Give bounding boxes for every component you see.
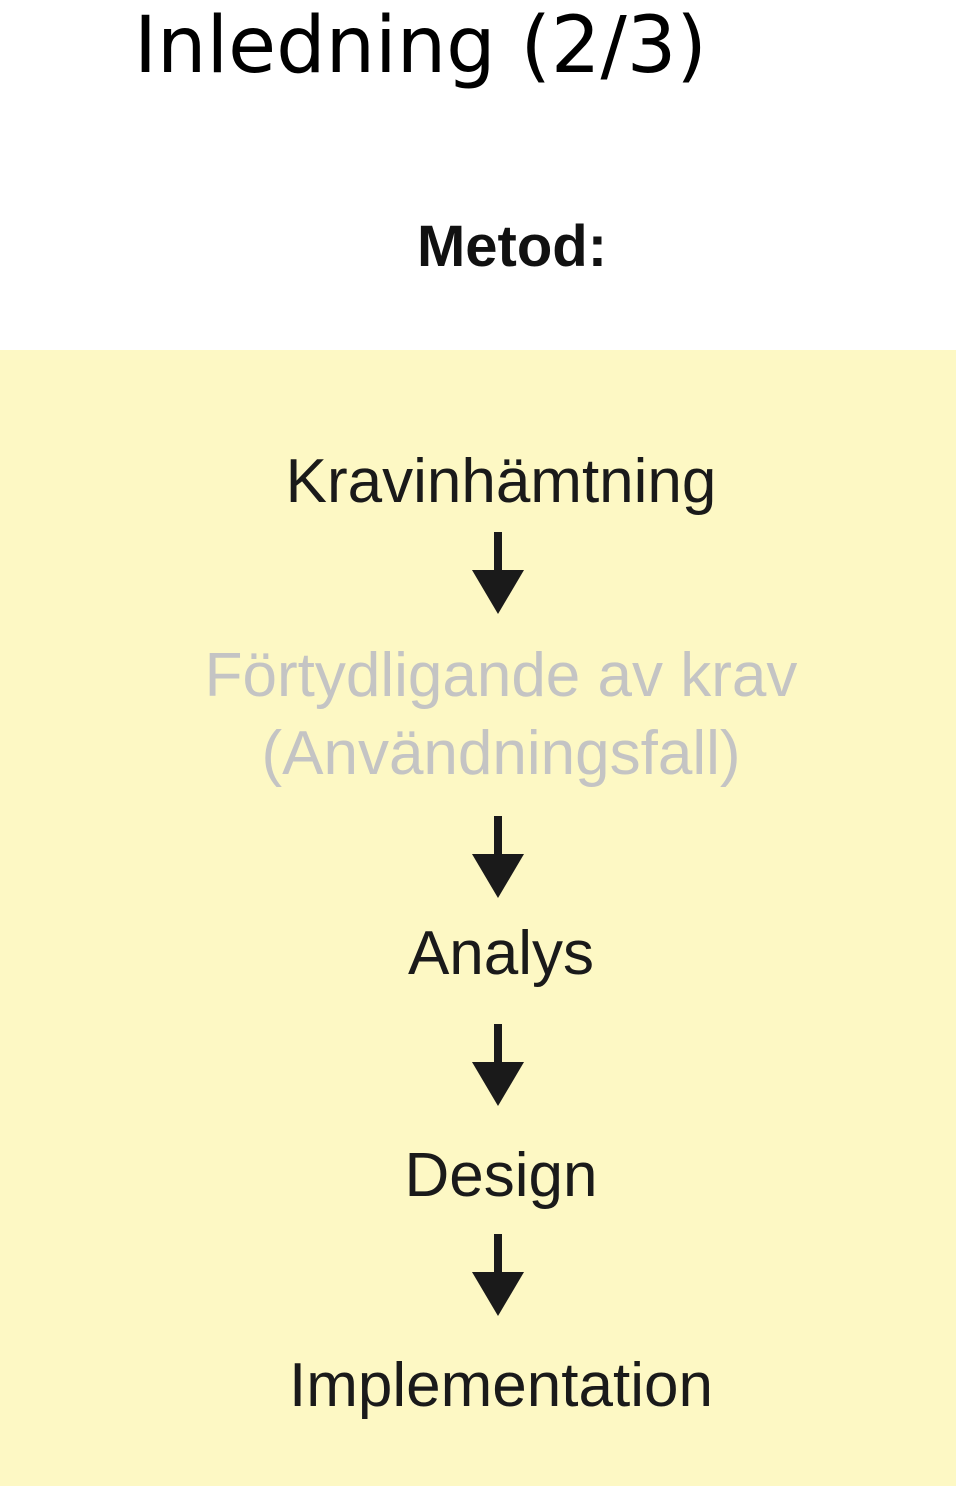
slide-title: Inledning (2/3) bbox=[134, 1, 707, 91]
step-requirements-clarification: Förtydligande av krav bbox=[204, 641, 798, 710]
step-implementation: Implementation bbox=[289, 1351, 713, 1420]
down-arrow-icon bbox=[468, 1024, 528, 1108]
method-heading: Metod: bbox=[416, 214, 608, 279]
method-flow-panel: Kravinhämtning Förtydligande av krav (An… bbox=[0, 350, 956, 1486]
down-arrow-icon bbox=[468, 1234, 528, 1318]
down-arrow-icon bbox=[472, 1234, 524, 1316]
down-arrow-icon bbox=[472, 1024, 524, 1106]
down-arrow-icon bbox=[468, 816, 528, 900]
step-analysis: Analys bbox=[407, 919, 595, 988]
step-requirements-gathering: Kravinhämtning bbox=[285, 447, 717, 516]
down-arrow-icon bbox=[472, 532, 524, 614]
down-arrow-icon bbox=[468, 532, 528, 616]
step-design: Design bbox=[404, 1141, 598, 1210]
step-use-cases: (Användningsfall) bbox=[261, 719, 741, 788]
down-arrow-icon bbox=[472, 816, 524, 898]
